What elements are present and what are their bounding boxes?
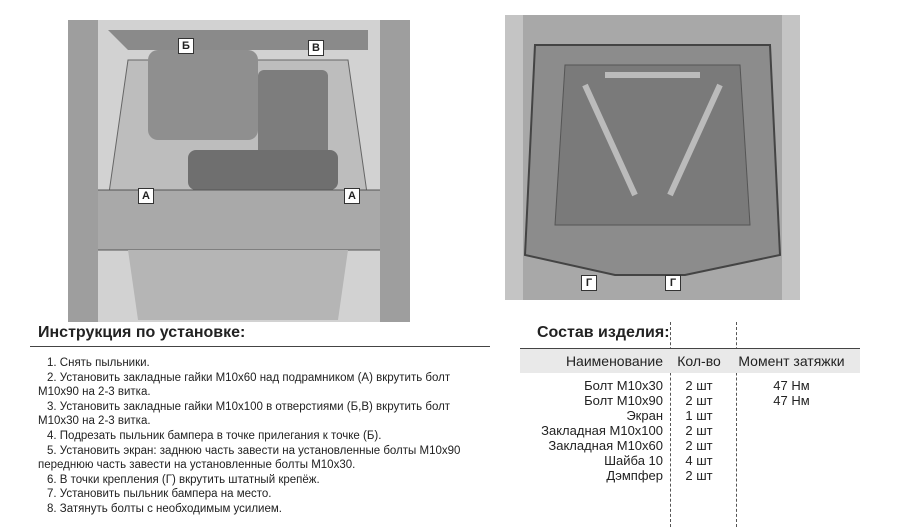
cell: 47 Нм bbox=[773, 393, 810, 408]
marker-b: Б bbox=[178, 38, 194, 54]
step: 7. Установить пыльник бампера на место. bbox=[47, 488, 272, 501]
marker-v: В bbox=[308, 40, 324, 56]
cell: Шайба 10 bbox=[604, 453, 663, 468]
table-row: Болт М10х30 2 шт 47 Нм bbox=[520, 378, 860, 393]
cell bbox=[729, 438, 854, 453]
cell: Экран bbox=[626, 408, 663, 423]
instructions-title: Инструкция по установке: bbox=[38, 324, 246, 341]
cell: Закладная М10х60 bbox=[548, 438, 663, 453]
cell: Закладная М10х100 bbox=[541, 423, 663, 438]
step: 8. Затянуть болты с необходимым усилием. bbox=[47, 502, 282, 515]
marker-a-right: А bbox=[344, 188, 360, 204]
skid-plate-drawing bbox=[505, 15, 800, 300]
table-row: Болт М10х90 2 шт 47 Нм bbox=[520, 393, 860, 408]
cell: 2 шт bbox=[685, 423, 713, 438]
table-row: Шайба 10 4 шт bbox=[520, 453, 860, 468]
header-torque: Момент затяжки bbox=[738, 353, 845, 369]
step: 2. Установить закладные гайки М10х60 над… bbox=[38, 371, 451, 399]
composition-title: Состав изделия: bbox=[537, 324, 670, 341]
instruction-steps: 1. Снять пыльники. 2. Установить закладн… bbox=[38, 356, 478, 517]
subframe-photo: Б В А А bbox=[68, 20, 410, 322]
table-row: Закладная М10х60 2 шт bbox=[520, 438, 860, 453]
cell: Болт М10х30 bbox=[584, 378, 663, 393]
cell bbox=[729, 408, 854, 423]
marker-g-left: Г bbox=[581, 275, 597, 291]
cell: 1 шт bbox=[685, 408, 713, 423]
cell: 4 шт bbox=[685, 453, 713, 468]
cell: 2 шт bbox=[685, 468, 713, 483]
marker-g-right: Г bbox=[665, 275, 681, 291]
subframe-drawing bbox=[68, 20, 410, 322]
cell: Дэмпфер bbox=[606, 468, 663, 483]
cell: 2 шт bbox=[685, 378, 713, 393]
skid-plate-photo: Г Г bbox=[505, 15, 800, 300]
table-row: Экран 1 шт bbox=[520, 408, 860, 423]
column-divider bbox=[736, 322, 737, 527]
table-header: Наименование Кол-во Момент затяжки bbox=[520, 348, 860, 373]
cell bbox=[729, 453, 854, 468]
column-divider bbox=[670, 322, 671, 527]
cell: 2 шт bbox=[685, 393, 713, 408]
marker-a-left: А bbox=[138, 188, 154, 204]
cell bbox=[729, 423, 854, 438]
cell: 2 шт bbox=[685, 438, 713, 453]
divider bbox=[30, 346, 490, 347]
step: 5. Установить экран: заднюю часть завест… bbox=[38, 444, 461, 472]
cell: 47 Нм bbox=[773, 378, 810, 393]
cell bbox=[729, 468, 854, 483]
table-row: Дэмпфер 2 шт bbox=[520, 468, 860, 483]
step: 6. В точки крепления (Г) вкрутить штатны… bbox=[47, 473, 320, 486]
table-row: Закладная М10х100 2 шт bbox=[520, 423, 860, 438]
step: 4. Подрезать пыльник бампера в точке при… bbox=[47, 429, 382, 442]
step: 3. Установить закладные гайки М10х100 в … bbox=[38, 400, 451, 428]
header-qty: Кол-во bbox=[677, 353, 721, 369]
step: 1. Снять пыльники. bbox=[47, 357, 150, 369]
cell: Болт М10х90 bbox=[584, 393, 663, 408]
composition-table: Наименование Кол-во Момент затяжки Болт … bbox=[520, 348, 860, 483]
header-name: Наименование bbox=[565, 353, 663, 369]
